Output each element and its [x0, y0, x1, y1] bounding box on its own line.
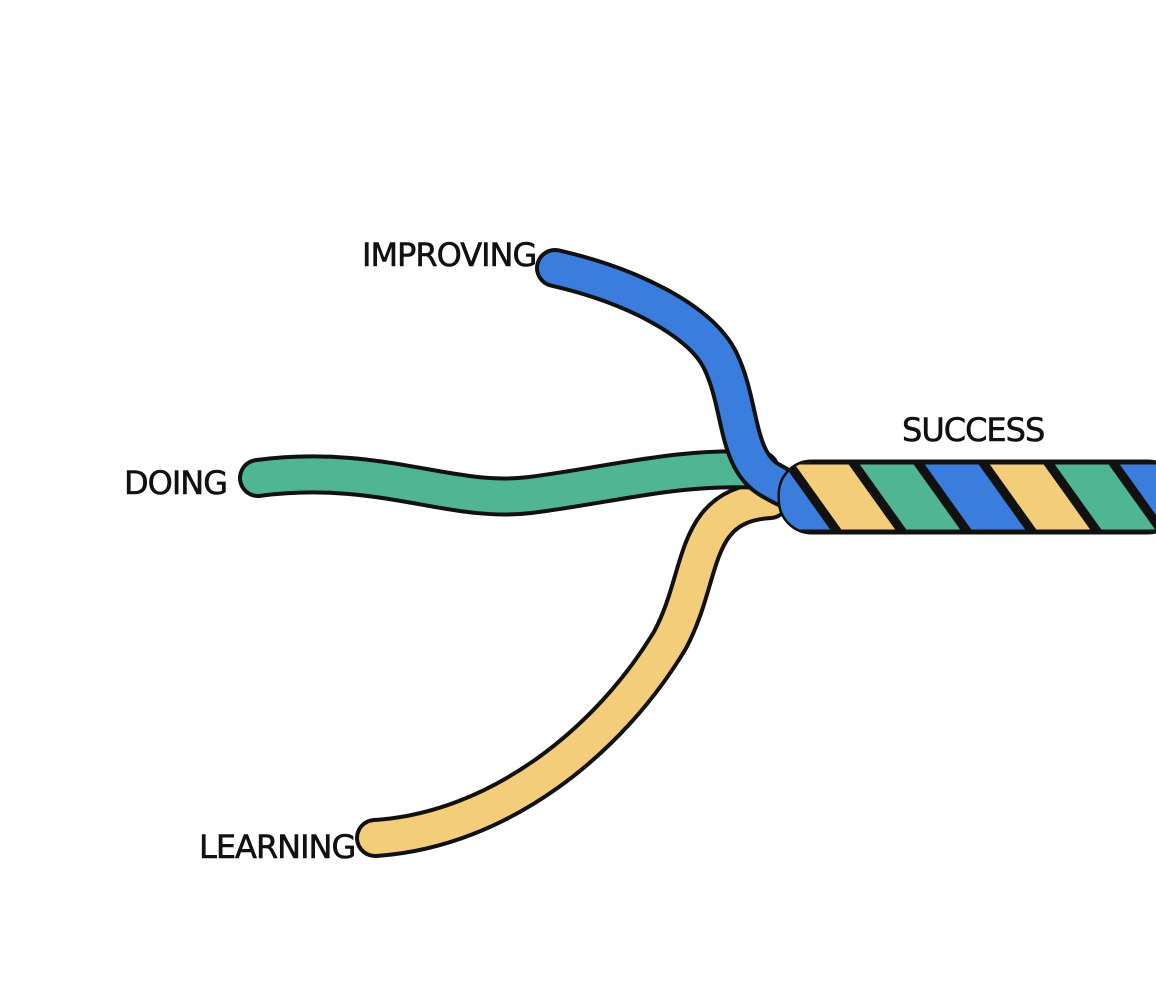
- label-success: SUCCESS: [902, 411, 1044, 449]
- rope-twists: [780, 462, 1156, 532]
- label-learning: LEARNING: [199, 828, 355, 866]
- doing-strand: [238, 449, 780, 517]
- rope-twist-yellow: [787, 462, 903, 532]
- success-rope: [777, 459, 1156, 535]
- rope-twist-yellow: [982, 462, 1098, 532]
- label-doing: DOING: [124, 464, 227, 502]
- rope-twist-blue: [1112, 462, 1156, 532]
- rope-twist-green: [852, 462, 968, 532]
- rope-twist-blue: [917, 462, 1033, 532]
- doing-strand-fill: [242, 453, 776, 513]
- learning-strand-fill: [359, 484, 786, 854]
- learning-strand: [355, 480, 790, 858]
- label-improving: IMPROVING: [362, 236, 536, 274]
- rope-twist-green: [1047, 462, 1156, 532]
- rope-twist-blue: [780, 462, 838, 532]
